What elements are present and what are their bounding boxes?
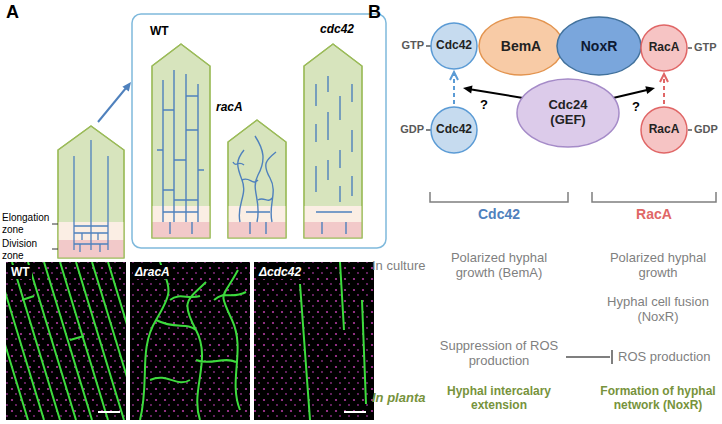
outline [479,17,563,75]
conversion-arrow [663,74,665,104]
function-text: Hyphal cell fusion (NoxR) [598,294,718,324]
arrowhead [450,72,458,80]
node-text: BemA [501,38,541,54]
hyphae [233,136,276,234]
outline [641,107,687,153]
hyphae-cdc42 [300,262,366,420]
genotype-label: racA [216,100,254,114]
zoom-panel [132,14,386,248]
outline [431,107,477,153]
activation-arrow [470,89,523,98]
row-heading: In planta [372,390,434,405]
nucleotide-label: GTP [694,41,720,54]
arrowhead [660,74,668,82]
division-zone-band [152,222,210,238]
genotype-label: cdc42 [320,22,364,36]
hyphae [157,70,204,234]
nucleotide-label: GDP [396,123,424,136]
wt-root [152,44,210,238]
elongation-zone-band [304,206,362,222]
nucleotide-label: GDP [694,123,720,136]
question-mark: ? [630,99,642,114]
micrograph-cdc42 [254,262,374,420]
elongation-zone-band [152,206,210,222]
bracket [430,192,568,202]
micrograph-wt [6,262,126,420]
node-text: Cdc42 [436,123,472,137]
column-heading: Cdc42 [430,206,568,222]
root-tip-outline [58,126,124,258]
zone-label: Elongation zone [2,212,54,235]
tick [688,129,692,131]
tick [688,47,692,49]
question-mark: ? [478,97,490,112]
raca-root-outline [228,120,286,238]
outline [557,17,641,75]
image-label: Δcdc42 [257,265,303,279]
gtpase-circle: Cdc42 [430,106,478,154]
scale-bar [98,411,120,413]
panel-letter: A [6,2,30,23]
root-tip-shape [58,126,124,258]
conversion-arrow [453,72,455,104]
hyphae-wt [6,262,126,420]
protein-ellipse: BemA [478,16,564,76]
inhibition-bar [611,350,613,364]
node-text: Cdc42 [436,39,472,53]
bracket [592,192,716,202]
inhibition-line [566,356,610,358]
image-label: ΔracA [133,265,172,279]
plant-cells [254,262,374,420]
micrograph-raca [130,262,250,420]
scale-bar [344,411,366,413]
function-text: Formation of hyphal network (NoxR) [598,384,718,412]
protein-ellipse: NoxR [556,16,642,76]
node-text: RacA [649,123,680,137]
gtpase-circle: RacA [640,24,688,72]
zone-label: Division zone [2,238,54,261]
hyphae [74,140,108,252]
plant-cells [130,262,250,420]
hyphae-raca [140,262,246,420]
leader-line [52,224,58,225]
cdc42-root-outline [304,44,362,238]
hyphae [316,76,352,234]
zoom-arrow [98,88,126,122]
genotype-label: WT [150,24,178,38]
arrowhead [645,86,655,94]
outline [641,25,687,71]
node-text: NoxR [581,38,618,54]
plant-cells [6,262,126,420]
function-text: Polarized hyphal growth (BemA) [434,250,564,280]
panel-letter: B [368,2,392,23]
function-text: Hyphal intercalary extension [434,384,564,412]
node-text: Cdc24 (GEF) [538,98,598,128]
column-heading: RacA [592,206,716,222]
function-text: ROS production [618,349,718,364]
arrowhead [122,82,131,92]
function-text: Suppression of ROS production [434,338,564,368]
division-zone-band [304,222,362,238]
activation-arrow [613,90,647,98]
image-label: WT [9,265,32,279]
cdc42-root [304,44,362,238]
arrowhead [463,86,473,94]
gef-ellipse: Cdc24 (GEF) [516,78,620,148]
outline [517,79,619,147]
gtpase-circle: Cdc42 [430,22,478,70]
row-heading: In culture [372,258,434,273]
raca-root [228,120,286,238]
leader-line [52,249,58,250]
outline [431,23,477,69]
division-zone-band [228,222,286,238]
node-text: RacA [649,41,680,55]
gtpase-circle: RacA [640,106,688,154]
wt-root-outline [152,44,210,238]
function-text: Polarized hyphal growth [598,250,718,280]
nucleotide-label: GTP [396,39,424,52]
